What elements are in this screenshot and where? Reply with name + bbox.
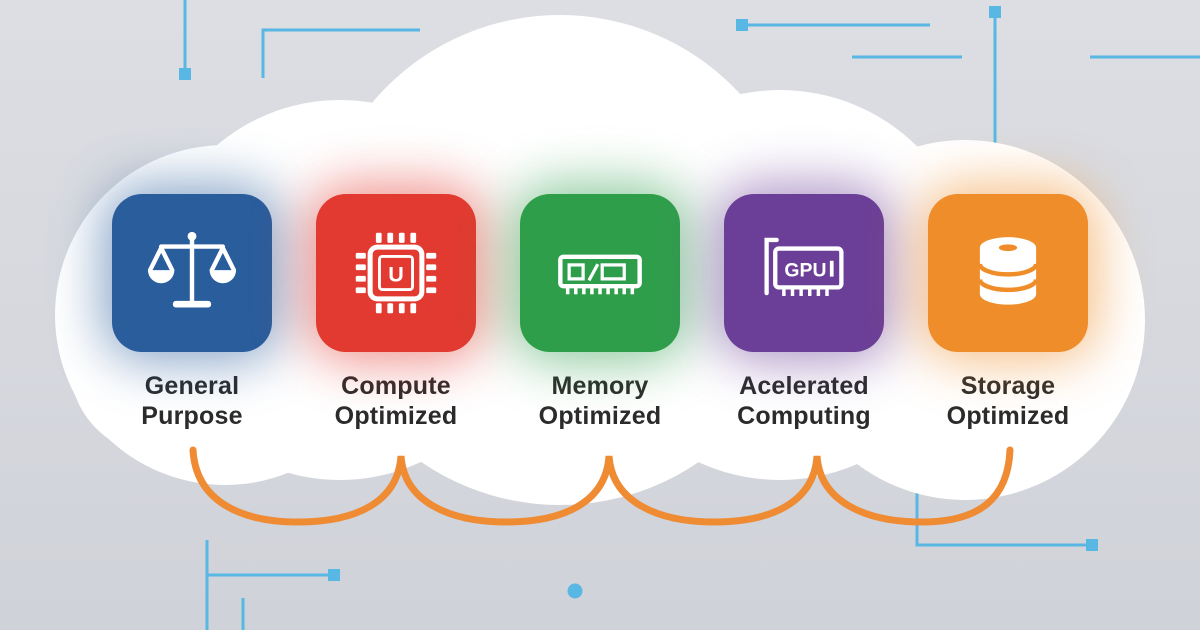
chip-letter: U <box>388 262 404 287</box>
label-line2: Optimized <box>334 401 458 430</box>
tile-storage-optimized <box>918 184 1098 362</box>
category-storage-optimized: Storage Optimized <box>918 184 1098 431</box>
label-line2: Computing <box>737 401 871 430</box>
category-label: Memory Optimized <box>520 372 680 431</box>
tile-face <box>520 194 680 352</box>
label-line1: Storage <box>960 372 1056 400</box>
tile-face <box>112 194 272 352</box>
tile-memory-optimized <box>510 184 690 362</box>
balance-scale-icon <box>147 231 237 308</box>
label-line1: Acelerated <box>739 372 869 400</box>
category-row: General Purpose <box>0 184 1200 431</box>
tile-face <box>928 194 1088 352</box>
tile-face: U <box>316 194 476 352</box>
gpu-text: GPU <box>784 260 826 282</box>
label-line1: Compute <box>341 372 451 400</box>
category-label: Acelerated Computing <box>724 372 884 431</box>
category-accelerated-computing: GPU Acelerated Computing <box>714 184 894 431</box>
category-compute-optimized: U Compute Optimized <box>306 184 486 431</box>
wave-line <box>189 446 1014 526</box>
tile-compute-optimized: U <box>306 184 486 362</box>
category-label: Storage Optimized <box>928 372 1088 431</box>
label-line2: Purpose <box>141 401 243 430</box>
category-label: General Purpose <box>112 372 272 431</box>
gpu-card-icon: GPU <box>764 237 844 296</box>
label-line1: General <box>144 372 240 400</box>
ram-memory-icon <box>558 254 642 295</box>
tile-general-purpose <box>102 184 282 362</box>
label-line1: Memory <box>551 372 649 400</box>
cpu-chip-icon: U <box>355 232 437 314</box>
tile-face: GPU <box>724 194 884 352</box>
label-line2: Optimized <box>946 401 1070 430</box>
circuit-lines <box>183 0 1200 630</box>
category-general-purpose: General Purpose <box>102 184 282 431</box>
label-line2: Optimized <box>538 401 662 430</box>
tile-accelerated-computing: GPU <box>714 184 894 362</box>
category-memory-optimized: Memory Optimized <box>510 184 690 431</box>
category-label: Compute Optimized <box>316 372 476 431</box>
database-icon <box>977 237 1039 305</box>
